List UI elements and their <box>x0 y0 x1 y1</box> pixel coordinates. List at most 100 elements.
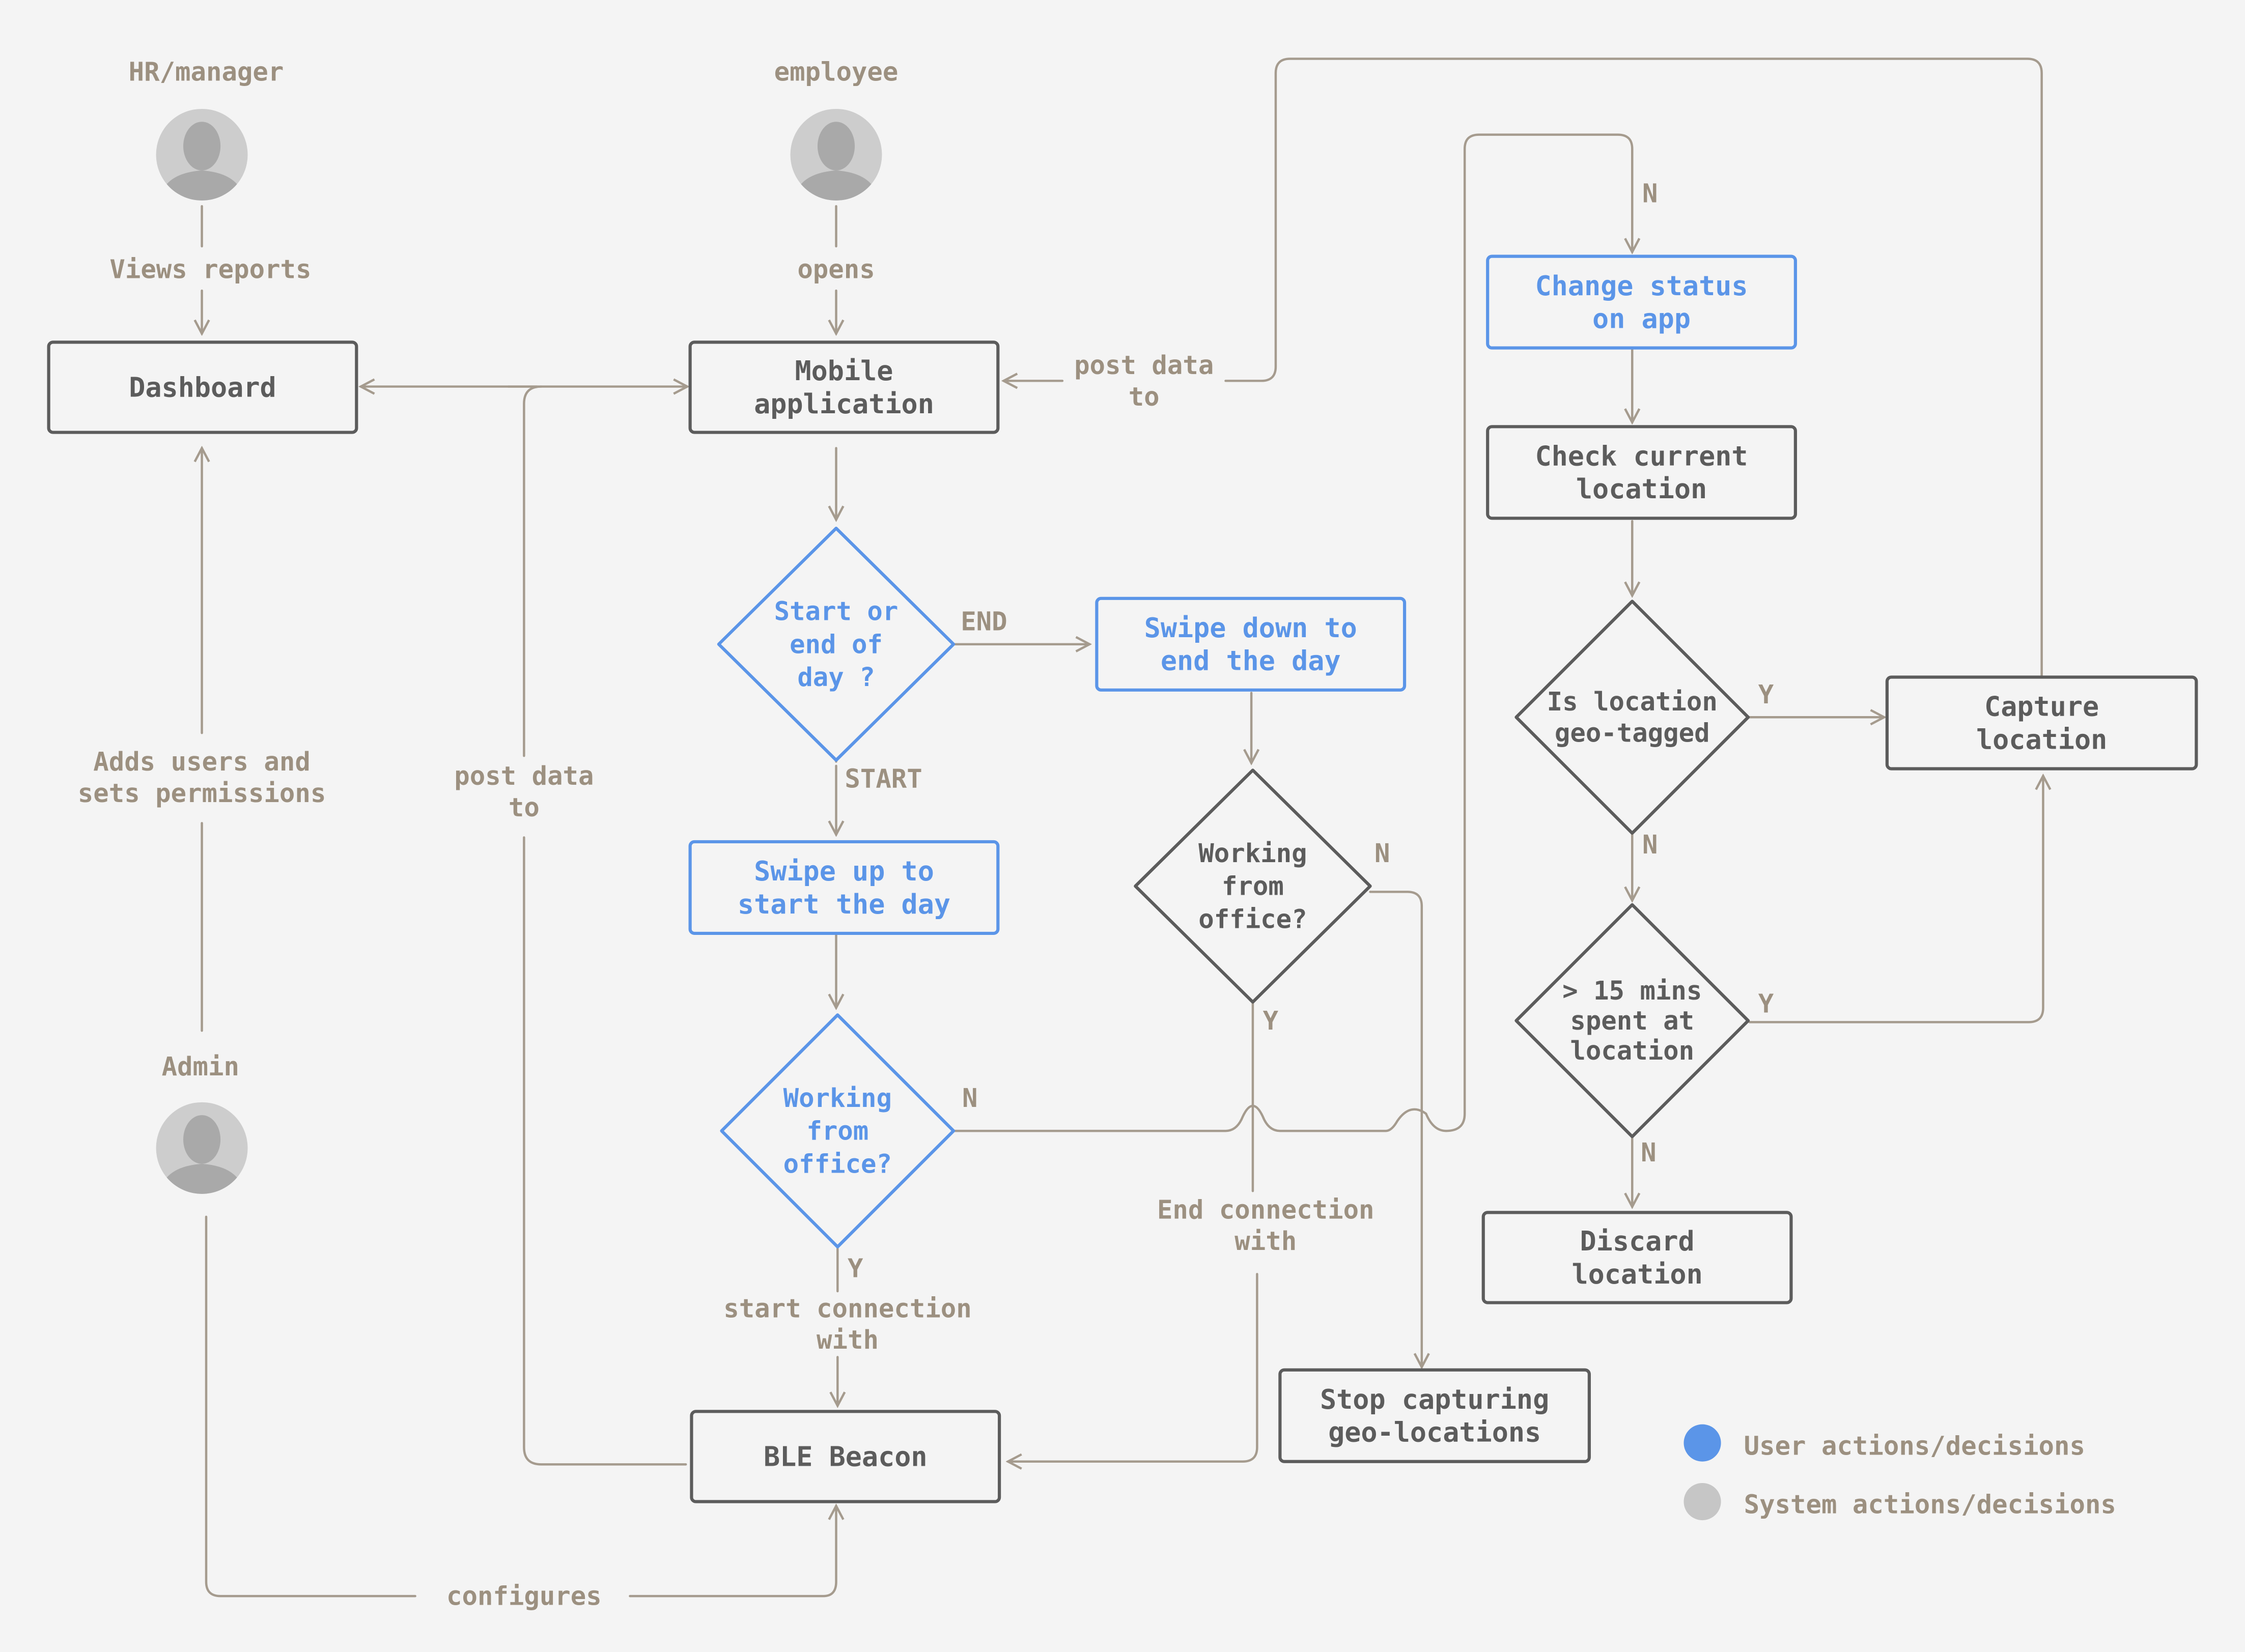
geo-n-label-line: N <box>1642 830 1658 860</box>
legend-system-label: System actions/decisions <box>1744 1490 2116 1520</box>
geo-y-label: Y <box>1758 679 1774 709</box>
working-sys-n-label: N <box>1374 838 1390 868</box>
swipe-down-node-label-line: end the day <box>1161 645 1341 677</box>
edge-mins-capture <box>1748 776 2043 1023</box>
employee-label-line: employee <box>774 56 899 87</box>
working-user-n-label: N <box>962 1083 977 1113</box>
post-data-top-label-line: to <box>1129 382 1160 412</box>
dashboard-node-label-line: Dashboard <box>129 371 276 403</box>
change-status-node-shape <box>1486 254 1797 350</box>
edge-working-sys-n <box>1369 891 1422 1367</box>
hr-avatar <box>156 108 248 201</box>
start-end-decision-shape <box>717 526 956 762</box>
adds-users-label-line: Adds users and <box>93 747 311 777</box>
end-connection-label-line: End connection <box>1157 1194 1374 1224</box>
working-office-system-decision-label-line: from <box>1222 871 1284 901</box>
start-connection-label-line: with <box>817 1325 879 1355</box>
edge-ble-post-upper <box>523 385 543 757</box>
start-connection-label-line: start connection <box>723 1293 972 1323</box>
admin-label: Admin <box>162 1051 239 1081</box>
change-n-label: N <box>1642 178 1658 208</box>
stop-capturing-node-label-line: Stop capturing <box>1320 1383 1549 1415</box>
legend-user-label: User actions/decisions <box>1744 1431 2085 1461</box>
start-label-line: START <box>845 764 922 794</box>
working-sys-y-label-line: Y <box>1263 1006 1279 1036</box>
working-user-n-label-line: N <box>962 1083 977 1113</box>
legend-system-label-line: System actions/decisions <box>1744 1490 2116 1520</box>
admin-avatar <box>156 1102 248 1194</box>
edge-working-n-loop <box>952 133 1632 1132</box>
start-end-decision-label-line: end of <box>790 629 883 659</box>
end-label: END <box>961 606 1007 636</box>
time-spent-decision-label-line: > 15 mins <box>1562 976 1702 1006</box>
legend-system-dot <box>1683 1483 1721 1521</box>
geo-tagged-decision-label-line: geo-tagged <box>1555 718 1710 748</box>
working-office-system-decision-label-line: office? <box>1198 904 1307 934</box>
discard-location-node-label-line: location <box>1572 1258 1702 1290</box>
ble-beacon-node-shape <box>690 1410 1001 1503</box>
start-end-decision-label-line: day ? <box>797 662 875 692</box>
end-connection-label-line: with <box>1234 1226 1297 1256</box>
edge-admin-configures <box>205 1215 416 1598</box>
swipe-up-node-label-line: Swipe up to <box>754 855 934 887</box>
geo-n-label: N <box>1642 830 1658 860</box>
edge-ble-post-lower <box>523 836 687 1466</box>
ble-beacon-node-label: BLE Beacon <box>764 1440 928 1472</box>
ble-beacon-node: BLE Beacon <box>690 1410 1001 1503</box>
geo-y-label-line: Y <box>1758 679 1774 709</box>
capture-location-node-label-line: location <box>1976 723 2107 755</box>
mins-n-label-line: N <box>1641 1137 1656 1167</box>
change-n-label-line: N <box>1642 178 1658 208</box>
views-reports-label: Views reports <box>109 254 311 284</box>
geo-tagged-decision-label-line: Is location <box>1547 687 1718 717</box>
time-spent-decision-label-line: spent at <box>1570 1006 1694 1036</box>
configures-label-line: configures <box>446 1581 602 1611</box>
discard-location-node-shape <box>1481 1211 1793 1304</box>
change-status-node-label-line: Change status <box>1535 270 1748 302</box>
mobile-app-node-label-line: application <box>754 388 934 420</box>
post-data-top-label-line: post data <box>1074 350 1214 380</box>
change-status-node-label-line: on app <box>1592 302 1691 334</box>
post-data-left-label-line: post data <box>454 761 594 791</box>
working-sys-n-label-line: N <box>1374 838 1390 868</box>
working-user-y-label-line: Y <box>848 1254 863 1284</box>
capture-location-node-shape <box>1885 675 2198 771</box>
check-location-node-shape <box>1486 425 1797 520</box>
employee-label: employee <box>774 56 899 87</box>
geo-tagged-decision-shape <box>1514 600 1750 835</box>
legend-user-dot <box>1683 1424 1721 1462</box>
mins-n-label: N <box>1641 1137 1656 1167</box>
working-user-y-label: Y <box>848 1254 863 1284</box>
check-location-node-label-line: location <box>1576 473 1707 505</box>
check-location-node-label-line: Check current <box>1535 440 1748 472</box>
working-office-user-decision-label-line: office? <box>783 1149 892 1179</box>
swipe-down-node-shape <box>1095 596 1407 692</box>
mins-y-label-line: Y <box>1758 988 1774 1018</box>
end-label-line: END <box>961 606 1007 636</box>
edge-endconn-ble <box>1008 1273 1258 1461</box>
mobile-app-node-shape <box>688 340 1000 434</box>
